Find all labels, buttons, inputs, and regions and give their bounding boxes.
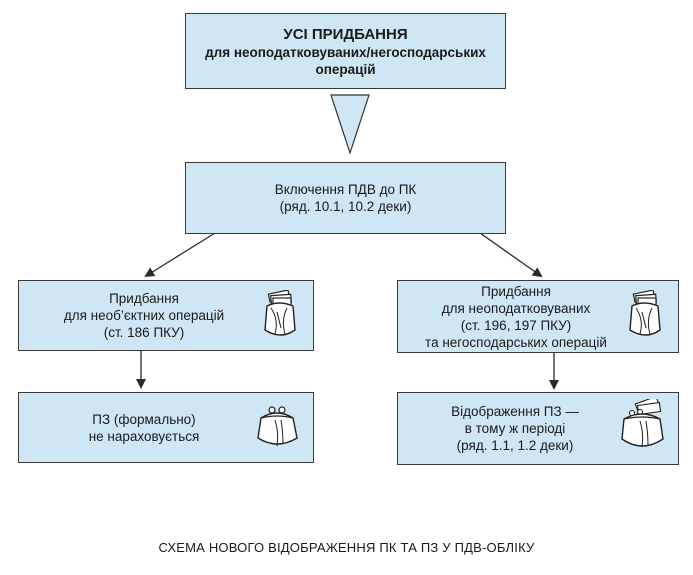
top-box-line3: операцій (315, 61, 376, 77)
right-box-line4: та негосподарських операцій (425, 334, 607, 350)
right-box-line2: для неоподатковуваних (441, 300, 591, 316)
money-bag-icon (264, 290, 296, 336)
purse-with-cash-icon (621, 399, 664, 448)
non-taxable-operations-box: Придбання для неоподатковуваних (ст. 196… (397, 280, 679, 353)
money-bag-icon (629, 290, 661, 336)
top-box-line2: для неоподатковуваних/негосподарських (205, 44, 486, 60)
bottom-left-line2: не нараховується (88, 428, 200, 444)
figure-caption: СХЕМА НОВОГО ВІДОБРАЖЕННЯ ПК ТА ПЗ У ПДВ… (158, 540, 535, 555)
arrow-to-left-box (144, 232, 216, 278)
left-box-line1: Придбання (109, 291, 179, 306)
tax-liability-not-accrued-box: ПЗ (формально) не нараховується (18, 392, 314, 463)
bottom-right-line2: в тому ж періоді (464, 421, 566, 436)
tax-liability-same-period-box: Відображення ПЗ — в тому ж періоді (ряд.… (397, 392, 679, 465)
bottom-right-line1: Відображення ПЗ — (451, 404, 579, 419)
bottom-left-line1: ПЗ (формально) (92, 411, 196, 427)
left-box-line3: (ст. 186 ПКУ) (103, 325, 185, 340)
arrow-to-right-box (479, 232, 543, 278)
right-box-line1: Придбання (481, 283, 551, 299)
purse-icon (257, 406, 298, 447)
left-box-line2: для необ’єктних операцій (63, 308, 225, 323)
middle-box-line2: (ряд. 10.1, 10.2 деки) (279, 199, 412, 214)
vat-inclusion-box: Включення ПДВ до ПК (ряд. 10.1, 10.2 дек… (185, 162, 506, 234)
down-triangle (330, 94, 370, 155)
all-purchases-box: УСІ ПРИДБАННЯ для неоподатковуваних/него… (185, 13, 506, 89)
top-box-title: УСІ ПРИДБАННЯ (283, 25, 408, 43)
middle-box-line1: Включення ПДВ до ПК (274, 182, 417, 197)
bottom-right-line3: (ряд. 1.1, 1.2 деки) (456, 438, 574, 453)
right-box-line3: (ст. 196, 197 ПКУ) (460, 317, 572, 333)
non-object-operations-box: Придбання для необ’єктних операцій (ст. … (18, 280, 314, 351)
